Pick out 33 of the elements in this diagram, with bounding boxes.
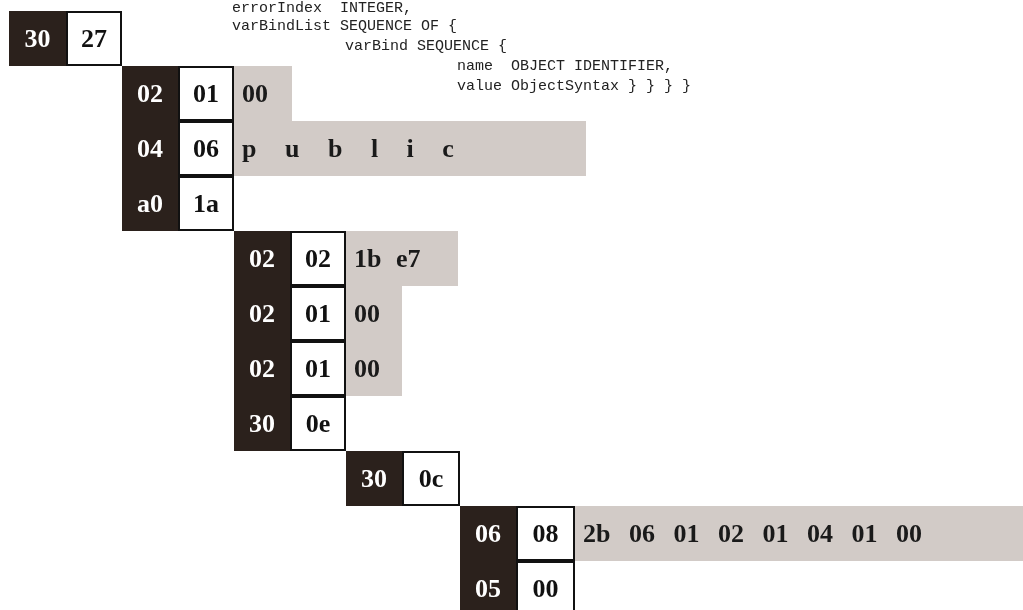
tag-cell: a0 (122, 176, 178, 231)
value-field: 1b e7 (346, 231, 458, 286)
code-line: value ObjectSyntax } } } } (457, 78, 692, 96)
length-cell: 08 (516, 506, 575, 561)
tag-cell: 30 (9, 11, 66, 66)
value-field: p u b l i c (234, 121, 586, 176)
length-cell: 01 (290, 286, 346, 341)
length-cell: 1a (178, 176, 234, 231)
tag-cell: 02 (234, 341, 290, 396)
code-line: varBindList SEQUENCE OF { (232, 18, 458, 36)
tag-cell: 02 (234, 286, 290, 341)
length-cell: 27 (66, 11, 122, 66)
length-cell: 01 (178, 66, 234, 121)
value-field: 2b 06 01 02 01 04 01 00 (575, 506, 1023, 561)
code-line: errorIndex INTEGER, (232, 0, 413, 18)
code-line: name OBJECT IDENTIFIER, (457, 58, 674, 76)
length-cell: 02 (290, 231, 346, 286)
value-field: 00 (346, 286, 402, 341)
tag-cell: 06 (460, 506, 516, 561)
length-cell: 01 (290, 341, 346, 396)
tag-cell: 30 (346, 451, 402, 506)
length-cell: 06 (178, 121, 234, 176)
tag-cell: 02 (122, 66, 178, 121)
tag-cell: 02 (234, 231, 290, 286)
length-cell: 0c (402, 451, 460, 506)
tag-cell: 04 (122, 121, 178, 176)
tag-cell: 05 (460, 561, 516, 610)
value-field: 00 (346, 341, 402, 396)
length-cell: 0e (290, 396, 346, 451)
tag-cell: 30 (234, 396, 290, 451)
length-cell: 00 (516, 561, 575, 610)
value-field: 00 (234, 66, 292, 121)
code-line: varBind SEQUENCE { (345, 38, 508, 56)
